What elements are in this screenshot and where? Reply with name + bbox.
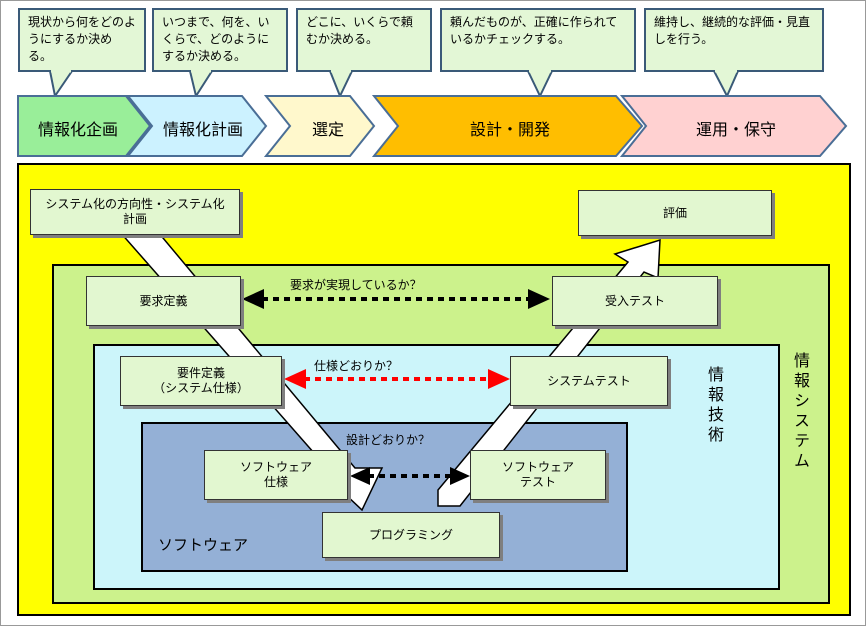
callout-tail [328, 70, 354, 99]
arrowhead-right-red [488, 369, 510, 389]
arrowhead-left [242, 289, 264, 309]
box-evaluation: 評価 [578, 190, 772, 236]
label-software: ソフトウェア [158, 536, 249, 554]
callout-tail [188, 70, 214, 99]
box-sw-spec: ソフトウェア 仕様 [204, 450, 348, 500]
box-system-test: システムテスト [510, 356, 668, 406]
phase-arrow-design [371, 95, 644, 157]
callout-tail [526, 70, 554, 99]
arrowhead-left-sw [350, 467, 370, 485]
phase-label-plan: 情報化計画 [162, 120, 243, 139]
callout-tail [48, 70, 74, 99]
question-design: 設計どおりか？ [346, 433, 431, 447]
phase-arrow-operation [619, 95, 848, 157]
box-acceptance-test: 受入テスト [552, 276, 718, 326]
phase-arrow-selection [263, 95, 376, 157]
phase-label-operation: 運用・保守 [695, 120, 776, 139]
question-requirements: 要求が実現しているか？ [290, 278, 422, 292]
box-sw-test: ソフトウェア テスト [470, 450, 606, 500]
callout-plan: いつまで、何を、いくらで、どのようにするか決める。 [152, 8, 288, 72]
label-information-system: 情報システム [791, 352, 810, 472]
box-direction: システム化の方向性・システム化 計画 [30, 189, 240, 235]
phase-label-selection: 選定 [311, 120, 344, 139]
arrowhead-right [528, 289, 550, 309]
callout-selection: どこに、いくらで頼むか決める。 [296, 8, 432, 72]
arrowhead-left-red [284, 369, 306, 389]
phase-label-design: 設計・開発 [469, 120, 550, 139]
phase-arrow-planning [17, 95, 152, 157]
phase-label-planning: 情報化企画 [37, 120, 118, 139]
box-spec: 要件定義 （システム仕様） [120, 356, 282, 406]
arrowhead-right-sw [450, 467, 470, 485]
phase-arrow-plan [125, 95, 268, 157]
question-spec: 仕様どおりか？ [314, 359, 399, 373]
callout-tail [712, 70, 740, 99]
callout-planning: 現状から何をどのようにするか決める。 [18, 8, 146, 72]
label-information-technology: 情報技術 [705, 366, 724, 446]
box-requirements: 要求定義 [86, 276, 241, 326]
box-programming: プログラミング [322, 512, 500, 558]
